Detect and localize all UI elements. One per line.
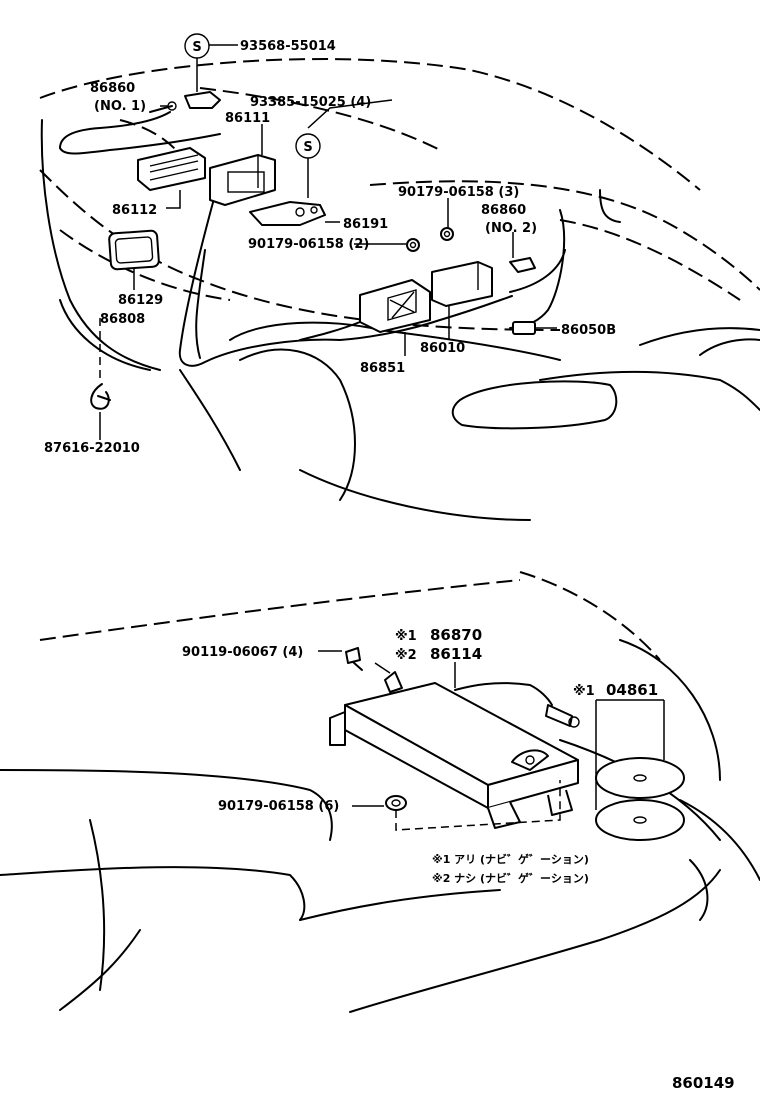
leader-lines-upper bbox=[99, 44, 557, 440]
note-1: ※1 アリ (ナビ゛ゲ゛ーション) bbox=[432, 852, 589, 866]
cd-cable bbox=[454, 682, 580, 728]
label-86860-no2-sub: (NO. 2) bbox=[485, 221, 537, 236]
part-86010 bbox=[431, 261, 493, 307]
wire-harness-86851 bbox=[178, 194, 566, 367]
nut-90179-6 bbox=[385, 795, 407, 811]
part-86129 bbox=[108, 229, 160, 271]
part-04861-discs bbox=[595, 757, 685, 841]
label-90119-06067: 90119-06067 (4) bbox=[182, 645, 303, 660]
part-86191 bbox=[249, 201, 326, 226]
label-86860-no2: 86860 bbox=[481, 203, 526, 218]
label-86129: 86129 bbox=[118, 293, 163, 308]
nut-90179-3 bbox=[440, 227, 454, 241]
part-86111 bbox=[209, 154, 276, 206]
label-86860-no1: 86860 bbox=[90, 81, 135, 96]
label-04861: 04861 bbox=[606, 681, 658, 699]
label-86050b: 86050B bbox=[561, 323, 616, 338]
screw-90119 bbox=[345, 647, 363, 671]
label-86112: 86112 bbox=[112, 203, 157, 218]
label-86114: 86114 bbox=[430, 645, 482, 663]
svg-text:S: S bbox=[192, 40, 201, 55]
part-86112 bbox=[137, 147, 206, 191]
label-86860-no1-sub: (NO. 1) bbox=[94, 99, 146, 114]
label-93568-55014: 93568-55014 bbox=[240, 39, 336, 54]
label-90179-06158-3: 90179-06158 (3) bbox=[398, 185, 519, 200]
part-86860-no1 bbox=[149, 91, 221, 113]
nut-90179-2 bbox=[406, 238, 420, 252]
label-90179-06158-6: 90179-06158 (6) bbox=[218, 799, 339, 814]
upper-car-outline bbox=[39, 58, 760, 521]
label-86870: 86870 bbox=[430, 626, 482, 644]
label-87616-22010: 87616-22010 bbox=[44, 441, 140, 456]
label-86808: 86808 bbox=[100, 312, 145, 327]
lower-car-outline bbox=[0, 571, 760, 1013]
part-87616 bbox=[90, 383, 111, 410]
svg-text:S: S bbox=[303, 140, 312, 155]
part-86851 bbox=[359, 279, 431, 333]
note-2: ※2 ナシ (ナビ゛ゲ゛ーション) bbox=[432, 871, 589, 885]
label-86111: 86111 bbox=[225, 111, 270, 126]
label-86191: 86191 bbox=[343, 217, 388, 232]
label-04861-mark: ※1 bbox=[573, 684, 595, 699]
part-86860-no2 bbox=[509, 257, 536, 273]
label-90179-06158-2: 90179-06158 (2) bbox=[248, 237, 369, 252]
label-86114-mark: ※2 bbox=[395, 648, 417, 663]
diagram-number: 860149 bbox=[672, 1074, 735, 1092]
label-86010: 86010 bbox=[420, 341, 465, 356]
part-86050b bbox=[512, 321, 536, 335]
label-93385-15025: 93385-15025 (4) bbox=[250, 95, 371, 110]
part-86870-86114 bbox=[329, 671, 579, 829]
antenna-cable bbox=[59, 111, 221, 155]
label-86851: 86851 bbox=[360, 361, 405, 376]
label-86870-mark: ※1 bbox=[395, 629, 417, 644]
s-marker-top: S bbox=[184, 33, 210, 59]
leader-lines-lower bbox=[318, 650, 665, 831]
s-marker-mid: S bbox=[295, 133, 321, 159]
